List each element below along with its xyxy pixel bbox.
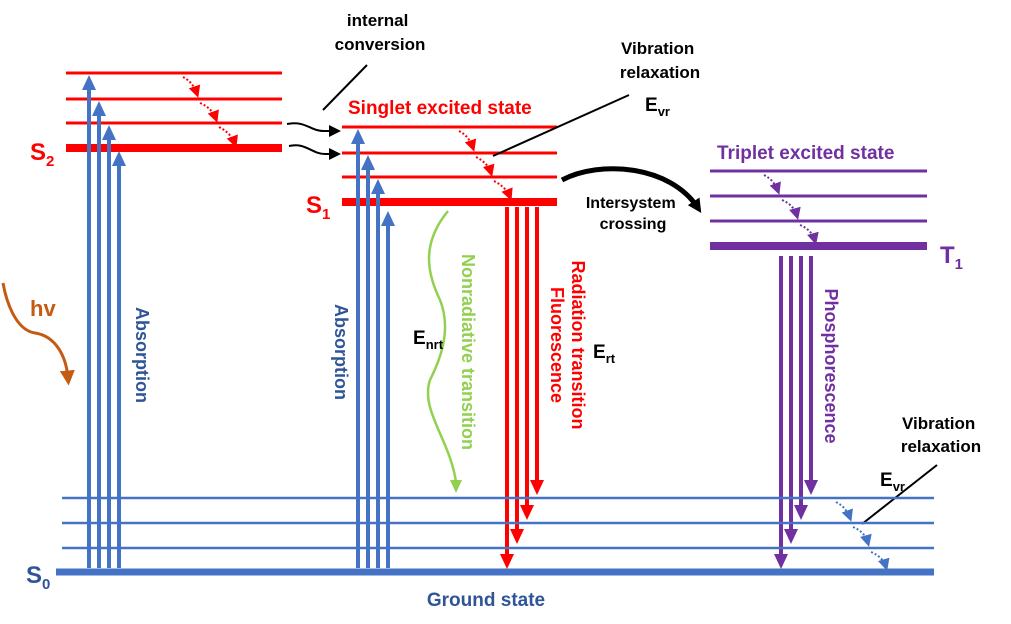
intersystem-crossing-label: Intersystem crossing bbox=[586, 195, 680, 233]
dotted-arrow bbox=[781, 199, 801, 220]
left-absorption-arrows bbox=[82, 75, 126, 568]
internal-conversion-label: internal conversion bbox=[335, 11, 426, 54]
internal-conversion-arrow bbox=[286, 122, 341, 137]
s1-label: S1 bbox=[306, 192, 330, 223]
arrow-head bbox=[774, 554, 788, 569]
s2-levels bbox=[66, 71, 282, 152]
arrow-head bbox=[82, 75, 96, 90]
fluorescence-arrows bbox=[500, 207, 544, 569]
nonradiative-label: Nonradiative transition bbox=[458, 254, 478, 450]
t1-vibration-relaxation-arrows bbox=[763, 174, 819, 245]
s0-label: S0 bbox=[26, 562, 50, 593]
dotted-arrow bbox=[475, 156, 495, 177]
arrow-head bbox=[381, 211, 395, 226]
s1-vibration-relaxation-arrows bbox=[458, 130, 513, 201]
arrow-head bbox=[371, 179, 385, 194]
photon-wave-arrow bbox=[1, 282, 75, 386]
dotted-arrow bbox=[458, 130, 477, 152]
evr-top-label: Evr bbox=[645, 95, 670, 119]
evr-top-pointer bbox=[492, 94, 630, 157]
arrow-head bbox=[500, 554, 514, 569]
arrow-head bbox=[351, 129, 365, 144]
middle-absorption-arrows bbox=[351, 129, 395, 568]
singlet-state-title: Singlet excited state bbox=[348, 98, 532, 119]
dotted-arrow bbox=[799, 224, 819, 245]
arrow-head bbox=[530, 480, 544, 495]
t1-label: T1 bbox=[940, 242, 963, 273]
s0-vibration-relaxation-arrows bbox=[835, 501, 890, 571]
dotted-arrow bbox=[218, 126, 238, 148]
arrow-head bbox=[794, 505, 808, 520]
evr-bottom-label: Evr bbox=[880, 470, 905, 494]
dotted-arrow bbox=[199, 102, 219, 123]
radiation-transition-label: Radiation transition bbox=[568, 260, 588, 429]
evr-bottom-pointer bbox=[861, 464, 938, 525]
arrow-head bbox=[112, 151, 126, 166]
absorption-mid-label: Absorption bbox=[331, 304, 351, 400]
s2-vibration-relaxation-arrows bbox=[182, 76, 238, 148]
intersystem-crossing-arrow bbox=[560, 166, 702, 214]
arrow-head bbox=[784, 529, 798, 544]
arrow-head bbox=[510, 529, 524, 544]
dotted-arrow bbox=[852, 526, 872, 547]
phosphorescence-label: Phosphorescence bbox=[821, 288, 841, 443]
dotted-arrow bbox=[835, 501, 853, 522]
vibration-relaxation-bottom-label: Vibration relaxation bbox=[901, 414, 981, 456]
ground-state-title: Ground state bbox=[427, 590, 545, 611]
vibration-relaxation-top-label: Vibration relaxation bbox=[620, 39, 700, 82]
fluorescence-label: Fluorescence bbox=[547, 287, 567, 403]
dotted-arrow bbox=[763, 174, 781, 195]
arrow-head bbox=[520, 505, 534, 520]
t1-levels bbox=[710, 169, 927, 250]
internal-conversion-pointer bbox=[322, 64, 368, 111]
phosphorescence-arrows bbox=[774, 256, 818, 569]
s0-levels bbox=[56, 496, 934, 576]
arrow-head bbox=[361, 155, 375, 170]
ert-label: Ert bbox=[593, 342, 616, 366]
arrow-head bbox=[92, 101, 106, 116]
dotted-arrow bbox=[182, 76, 201, 98]
internal-conversion-arrow bbox=[288, 144, 341, 160]
arrow-head bbox=[450, 480, 462, 493]
arrow-head bbox=[804, 480, 818, 495]
nonradiative-wave-arrow bbox=[426, 210, 458, 483]
triplet-state-title: Triplet excited state bbox=[717, 143, 894, 164]
hv-label: hv bbox=[30, 296, 56, 321]
s2-label: S2 bbox=[30, 139, 54, 170]
dotted-arrow bbox=[493, 180, 513, 201]
dotted-arrow bbox=[870, 551, 890, 571]
absorption-left-label: Absorption bbox=[132, 307, 152, 403]
enrt-label: Enrt bbox=[413, 328, 444, 352]
arrow-head bbox=[102, 125, 116, 140]
